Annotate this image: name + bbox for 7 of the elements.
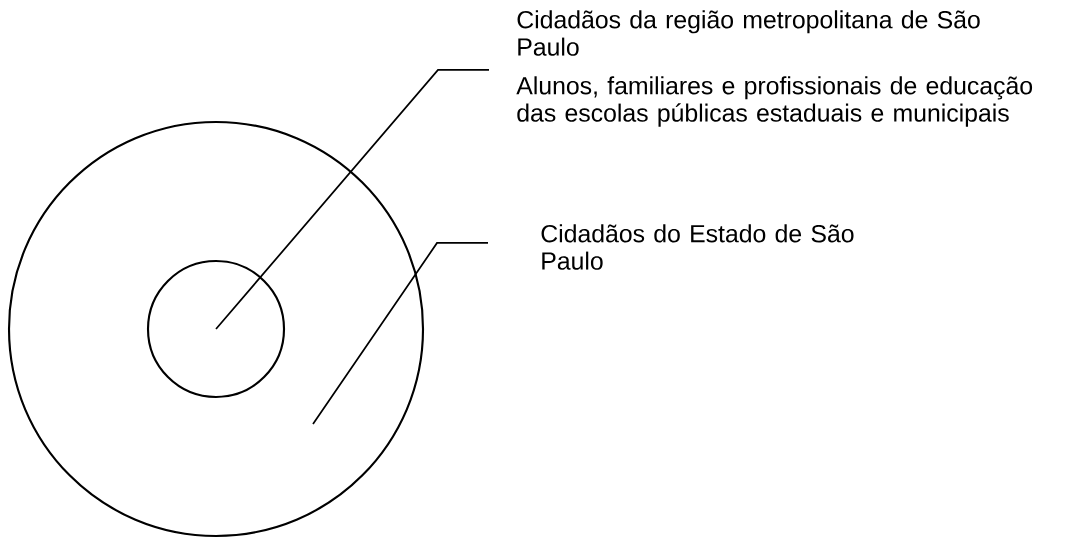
text-label: Cidadãos da região metropolitana de São Paulo	[517, 10, 980, 56]
text-label: Cidadãos do Estado de São Paulo	[541, 224, 854, 270]
leader-line	[312, 242, 489, 425]
text-label: Alunos, familiares e profissionais de educação das escolas públicas estaduais e municipais	[516, 76, 1033, 127]
inner-circle	[146, 259, 286, 399]
leader-line	[215, 69, 490, 330]
outer-circle	[7, 120, 425, 538]
